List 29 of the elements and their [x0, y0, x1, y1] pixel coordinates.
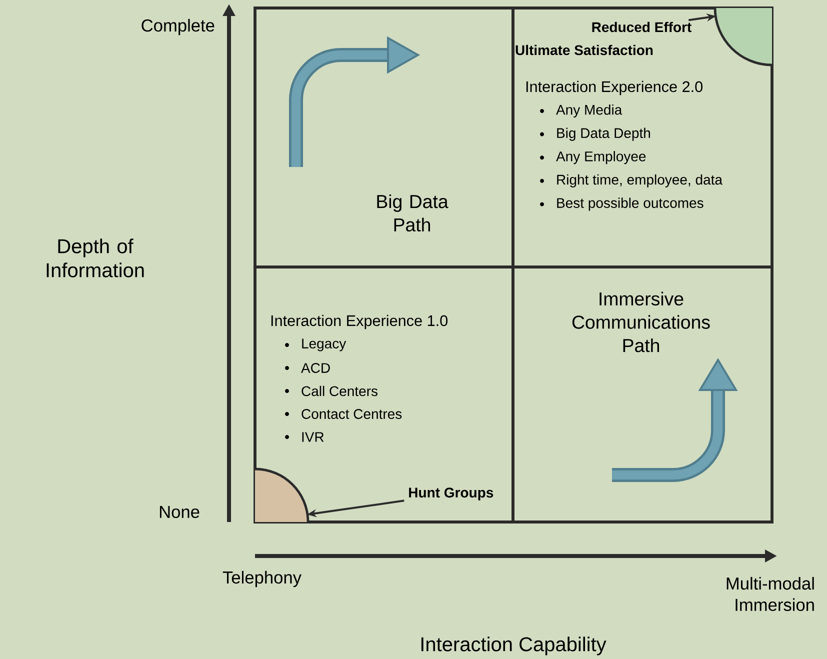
heading: Interaction Experience 1.0 [271, 314, 448, 330]
callout-text: Hunt Groups [409, 488, 494, 500]
bullet-item: Best possible outcomes [557, 198, 704, 211]
quarter-circle [254, 468, 310, 522]
quadrant-box [512, 266, 774, 524]
quadrant-title: Big Data Path [377, 194, 448, 232]
bullet-item: Right time, employee, data [557, 174, 722, 188]
callout-text: Reduced Effort [592, 22, 692, 32]
bullet-item: Any Employee [556, 151, 646, 164]
axis-label: Telephony [222, 570, 302, 588]
quadrant-box [254, 6, 514, 268]
quadrant-box [254, 266, 514, 524]
bullet-item: Big Data Depth [557, 128, 650, 141]
bullet-item: IVR [302, 432, 324, 442]
axis-title: Depth of Information [46, 238, 144, 278]
bullet-item: Any Media [556, 104, 622, 118]
bold-text: Ultimate Satisfaction [516, 44, 653, 56]
quarter-circle [714, 8, 772, 66]
bullet-item: Call Centers [302, 386, 378, 396]
bullet-item: ACD [301, 363, 330, 373]
heading: Interaction Experience 2.0 [526, 80, 703, 96]
axis-title: Interaction Capability [421, 636, 606, 656]
quadrant-box [512, 6, 774, 268]
bullet-item: Contact Centres [302, 409, 402, 419]
quadrant-title: Immersive Communications Path [572, 292, 710, 352]
bullet-item: Legacy [302, 338, 346, 352]
axis-label: None [160, 506, 200, 518]
axis-label: Multi-modal Immersion [726, 576, 814, 612]
axis-label: Complete [142, 18, 214, 36]
